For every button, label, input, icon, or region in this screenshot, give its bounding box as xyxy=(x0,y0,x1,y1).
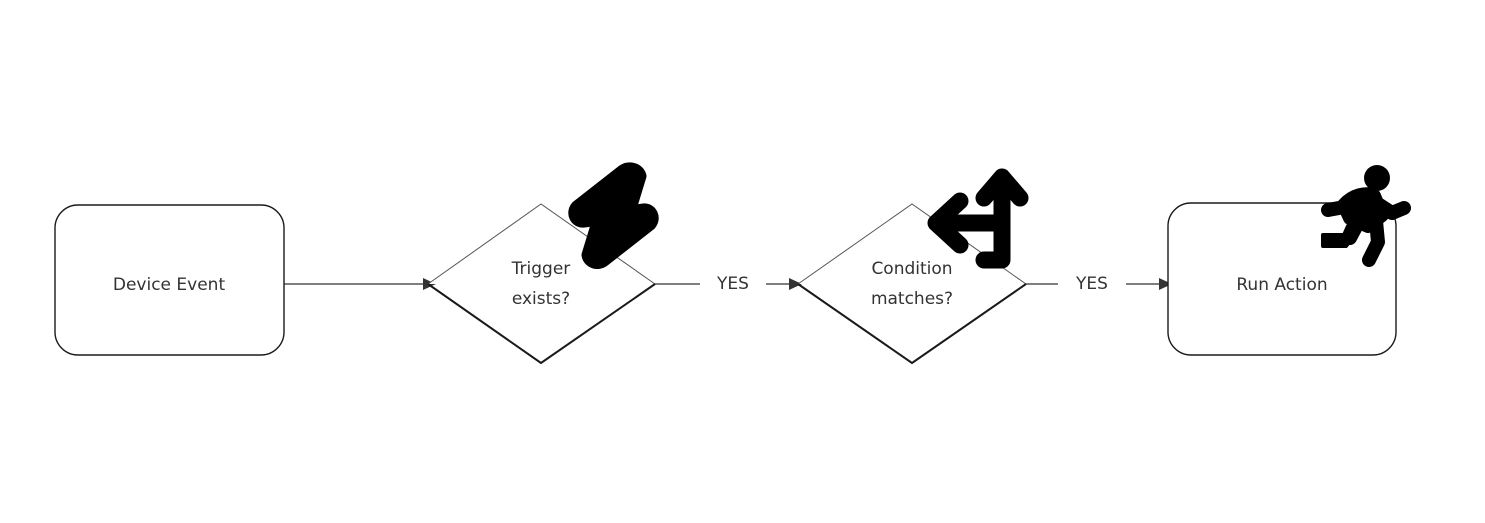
arrow-head-3 xyxy=(1159,278,1172,290)
node-trigger-exists[interactable]: Trigger exists? xyxy=(427,162,659,365)
edge-condition-to-run-action: YES xyxy=(1026,274,1172,294)
edge-label-yes-2: YES xyxy=(1075,274,1108,294)
device-event-shape[interactable] xyxy=(54,204,285,356)
running-person-icon xyxy=(1321,165,1411,267)
run-action-label: Run Action xyxy=(1236,275,1327,295)
condition-matches-label-line1: Condition xyxy=(871,259,952,279)
edge-label-yes-1: YES xyxy=(716,274,749,294)
node-device-event[interactable]: Device Event xyxy=(54,204,285,356)
condition-diamond-bottom-edges xyxy=(797,283,1027,365)
node-condition-matches[interactable]: Condition matches? xyxy=(797,168,1029,365)
trigger-exists-label-line2: exists? xyxy=(512,289,570,309)
arrow-head-2 xyxy=(789,278,802,290)
trigger-diamond-bottom-edges xyxy=(427,283,656,365)
fork-arrow-icon xyxy=(927,168,1029,269)
lightning-bolt-icon xyxy=(568,162,659,269)
edge-trigger-to-condition: YES xyxy=(655,274,802,294)
node-run-action[interactable]: Run Action xyxy=(1167,165,1411,356)
condition-matches-label-line2: matches? xyxy=(871,289,953,309)
edge-device-event-to-trigger xyxy=(284,278,436,290)
device-event-label: Device Event xyxy=(113,275,226,295)
trigger-exists-label-line1: Trigger xyxy=(511,259,571,279)
